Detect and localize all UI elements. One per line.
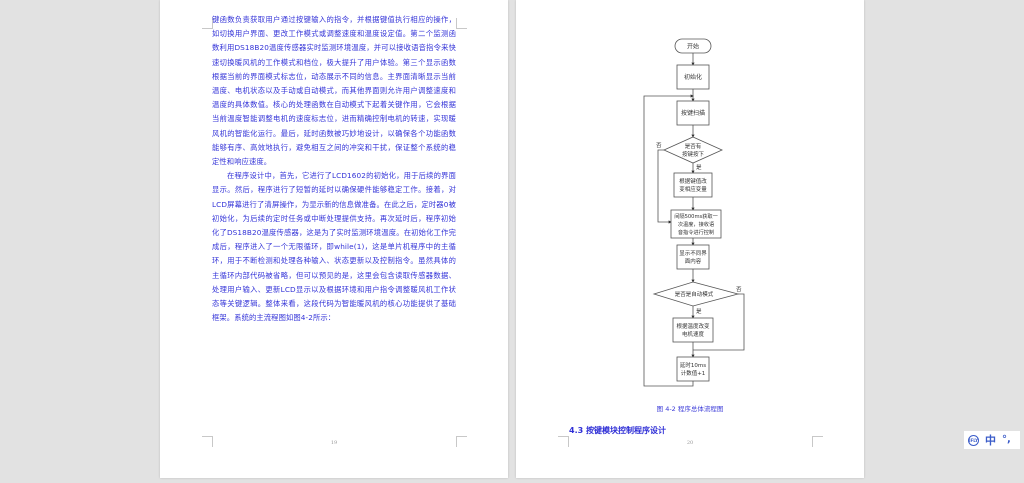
svg-text:变相应变量: 变相应变量 [679,185,707,193]
svg-text:电机速度: 电机速度 [682,330,705,338]
svg-text:按键扫描: 按键扫描 [681,109,705,117]
flow-adjust-speed-node [672,317,714,343]
paragraph: 在程序设计中，首先，它进行了LCD1602的初始化，用于后续的界面显示。然后，程… [212,171,456,323]
figure-caption: 图 4-2 程序总体流程图 [656,405,724,413]
svg-text:是否是自动模式: 是否是自动模式 [675,290,714,298]
flow-update-vars-node [673,172,713,198]
ime-language-toggle[interactable]: 中 [985,434,996,447]
flow-read-temp-node [670,209,722,239]
svg-text:根据温度改变: 根据温度改变 [676,322,710,330]
ime-logo-icon[interactable]: IFLY [968,434,979,446]
flow-delay-node [676,356,710,382]
page-number: 19 [330,440,338,446]
svg-text:间隔500ms获取一: 间隔500ms获取一 [674,212,718,220]
flow-key-scan-node [676,100,710,126]
page-number: 20 [686,440,694,446]
flow-display-node [676,244,710,270]
margin-corner-mark [558,436,569,447]
flow-start-label: 开始 [687,43,699,51]
section-heading: 4.3 按键模块控制程序设计 [569,426,666,435]
svg-text:初始化: 初始化 [684,73,702,81]
svg-text:音指令进行控制: 音指令进行控制 [678,228,714,236]
flow-decision-key [663,136,723,164]
svg-text:显示不同界: 显示不同界 [679,250,707,257]
svg-text:次温度，接收语: 次温度，接收语 [678,220,714,228]
svg-text:是: 是 [696,164,702,171]
document-page-20: 开始 初始化 按键扫描 是否有 按键按下 否 是 根据键值改 变相应变量 [516,0,864,478]
margin-corner-mark [202,436,213,447]
svg-text:延时10ms: 延时10ms [680,361,706,369]
paragraph: 键函数负责获取用户通过按键输入的指令，并根据键值执行相应的操作，如切换用户界面、… [212,15,456,167]
svg-text:是: 是 [696,308,702,315]
margin-corner-mark [202,18,213,29]
document-page-19: 键函数负责获取用户通过按键输入的指令，并根据键值执行相应的操作，如切换用户界面、… [160,0,508,478]
ime-toolbar[interactable]: IFLY 中 °, [964,431,1020,449]
svg-text:按键按下: 按键按下 [682,150,705,158]
svg-text:计数值+1: 计数值+1 [681,369,706,377]
svg-text:面内容: 面内容 [685,257,702,265]
svg-text:否: 否 [736,286,742,293]
svg-text:否: 否 [656,142,662,149]
ime-punctuation-toggle[interactable]: °, [1002,434,1011,445]
margin-corner-mark [456,18,467,29]
margin-corner-mark [812,436,823,447]
margin-corner-mark [456,436,467,447]
svg-text:是否有: 是否有 [685,142,702,150]
page-body-text: 键函数负责获取用户通过按键输入的指令，并根据键值执行相应的操作，如切换用户界面、… [212,13,456,325]
flow-init-node [676,64,710,90]
svg-text:根据键值改: 根据键值改 [679,177,707,185]
